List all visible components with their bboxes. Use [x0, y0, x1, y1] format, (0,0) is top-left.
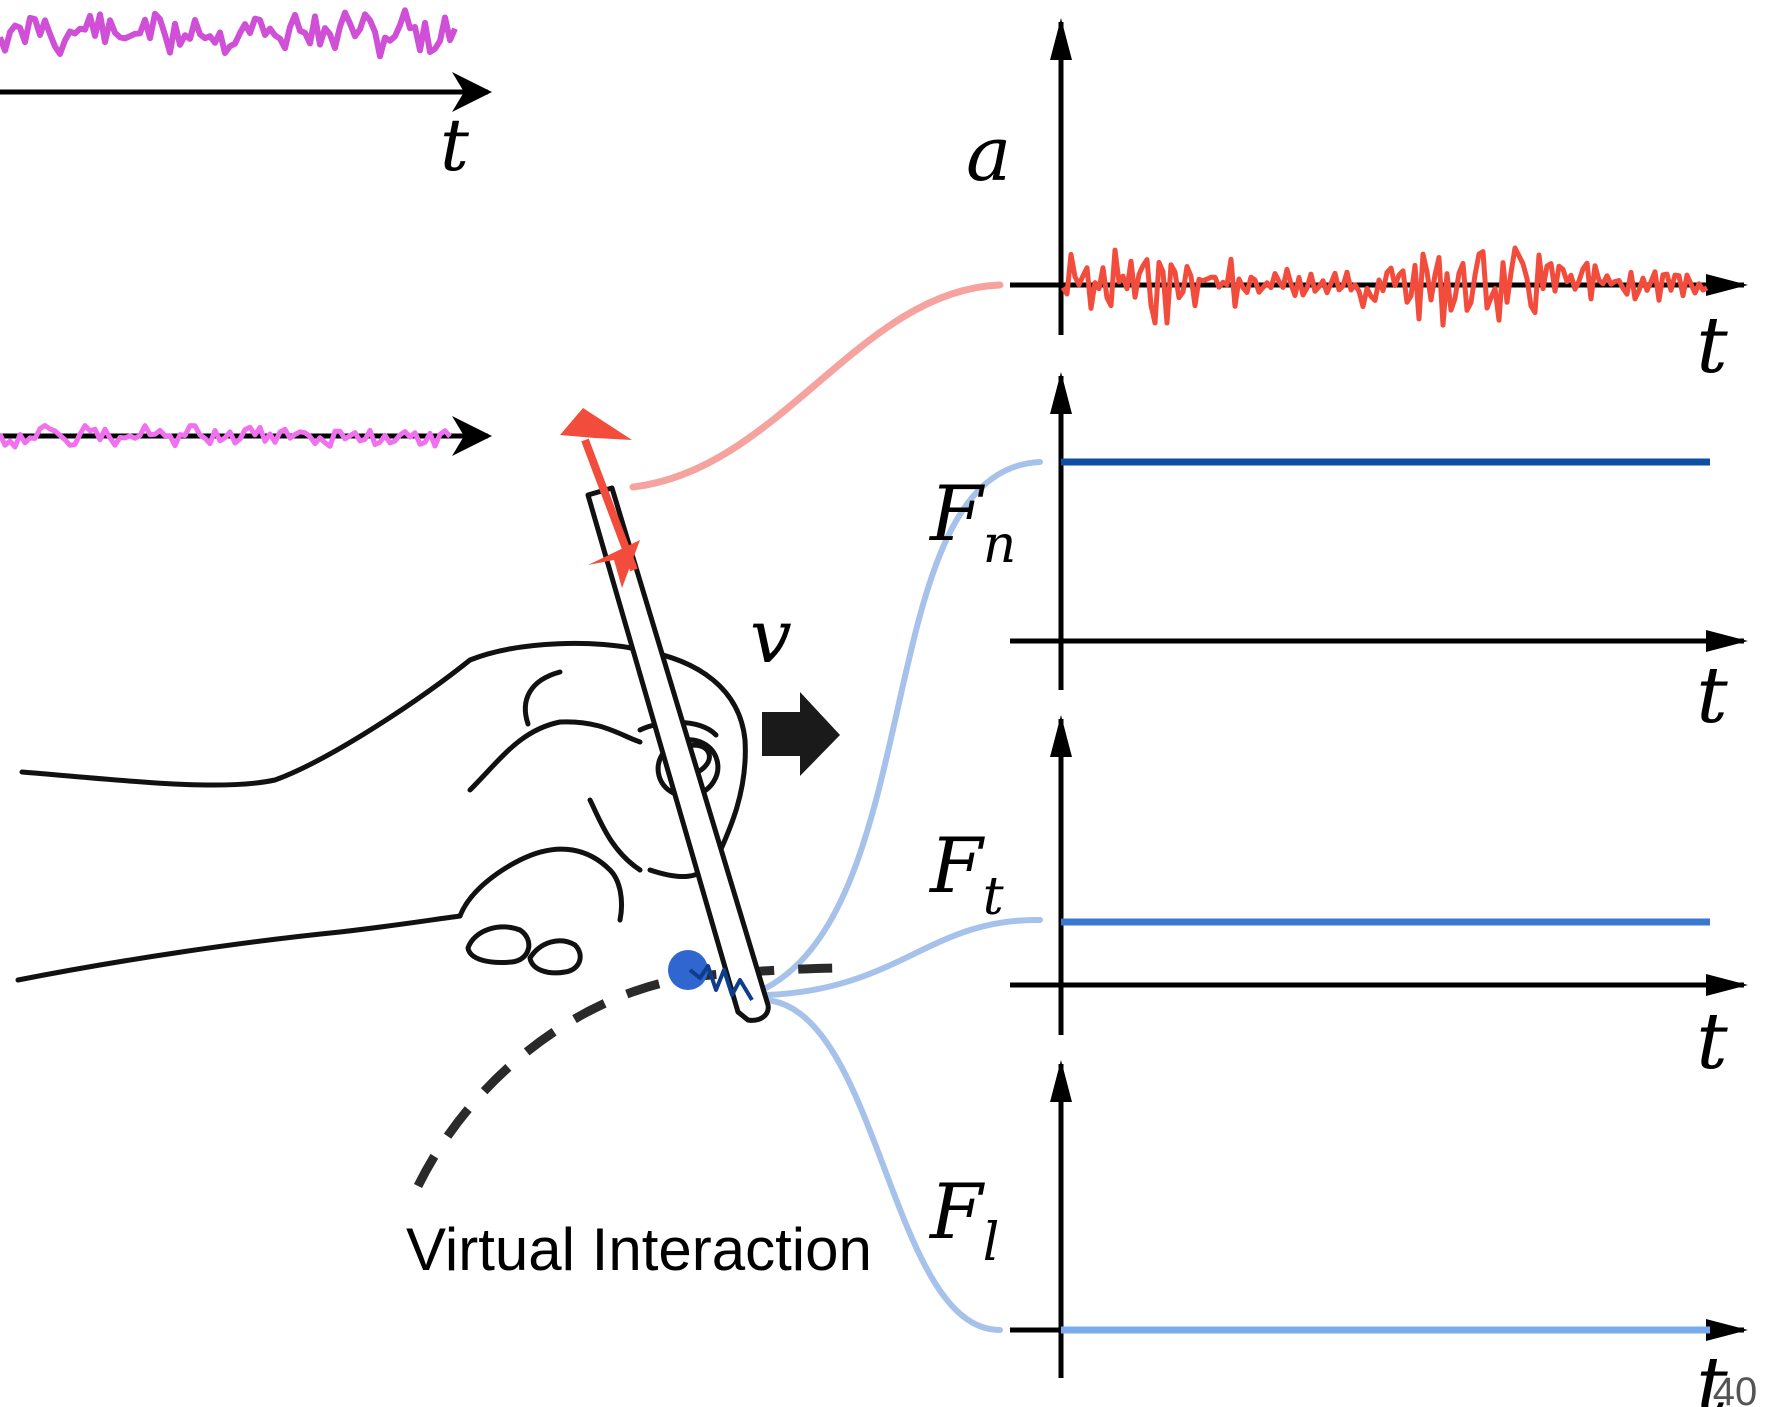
normal-y-arrowhead: [1050, 372, 1072, 414]
accel-connector-curve: [629, 281, 1004, 491]
contact-point: [668, 950, 708, 990]
lateral-time-label: t: [1696, 1341, 1728, 1407]
lateral-time-arrowhead: [1706, 1319, 1748, 1341]
ghost-signal-mid-panel: [0, 416, 492, 456]
hand-drawing: [15, 640, 748, 983]
tangential-y-arrowhead: [1050, 715, 1072, 757]
lateral-y-label: Fl: [928, 1167, 999, 1273]
accel-signal: [1060, 245, 1709, 328]
normal-time-arrowhead: [1706, 630, 1748, 652]
page-number: 40: [1713, 1370, 1758, 1407]
tangential-force-connector-curve: [763, 916, 1043, 998]
ghost-signal-mid: [0, 423, 452, 450]
plot-accel: ta: [966, 18, 1748, 391]
ghost-signal-top: [0, 7, 458, 60]
normal-force-connector-curve: [763, 459, 1043, 991]
tangential-time-arrowhead: [1706, 974, 1748, 996]
plot-normal: tFn: [928, 372, 1748, 741]
lateral-y-arrowhead: [1050, 1060, 1072, 1102]
pen: [585, 485, 771, 1023]
spring-zigzag: [688, 964, 754, 1002]
accel-time-label: t: [1696, 301, 1728, 391]
accel-y-arrowhead: [1050, 18, 1072, 60]
plot-lateral: t Fl: [928, 1060, 1748, 1407]
normal-time-label: t: [1696, 651, 1728, 741]
tangential-time-label: t: [1696, 997, 1728, 1087]
accel-time-arrowhead: [1706, 274, 1748, 296]
ghost-top-time-label: t: [440, 103, 470, 187]
plot-tangential: t Ft: [928, 715, 1748, 1087]
ghost-signal-top-panel: t: [0, 7, 492, 187]
accel-y-label: a: [966, 109, 1011, 198]
lateral-force-connector-curve: [763, 997, 1003, 1333]
tangential-y-label: Ft: [928, 821, 1004, 927]
contact-point-assembly: [668, 950, 754, 1002]
velocity-symbol: v: [750, 594, 792, 680]
virtual-surface-dashed-curve: [413, 963, 846, 1188]
virtual-interaction-caption: Virtual Interaction: [406, 1216, 872, 1283]
connector-curves: [629, 281, 1043, 1333]
velocity-indicator: v: [750, 594, 840, 776]
vibration-double-arrow: [560, 408, 640, 588]
velocity-arrow-icon: [762, 692, 840, 776]
